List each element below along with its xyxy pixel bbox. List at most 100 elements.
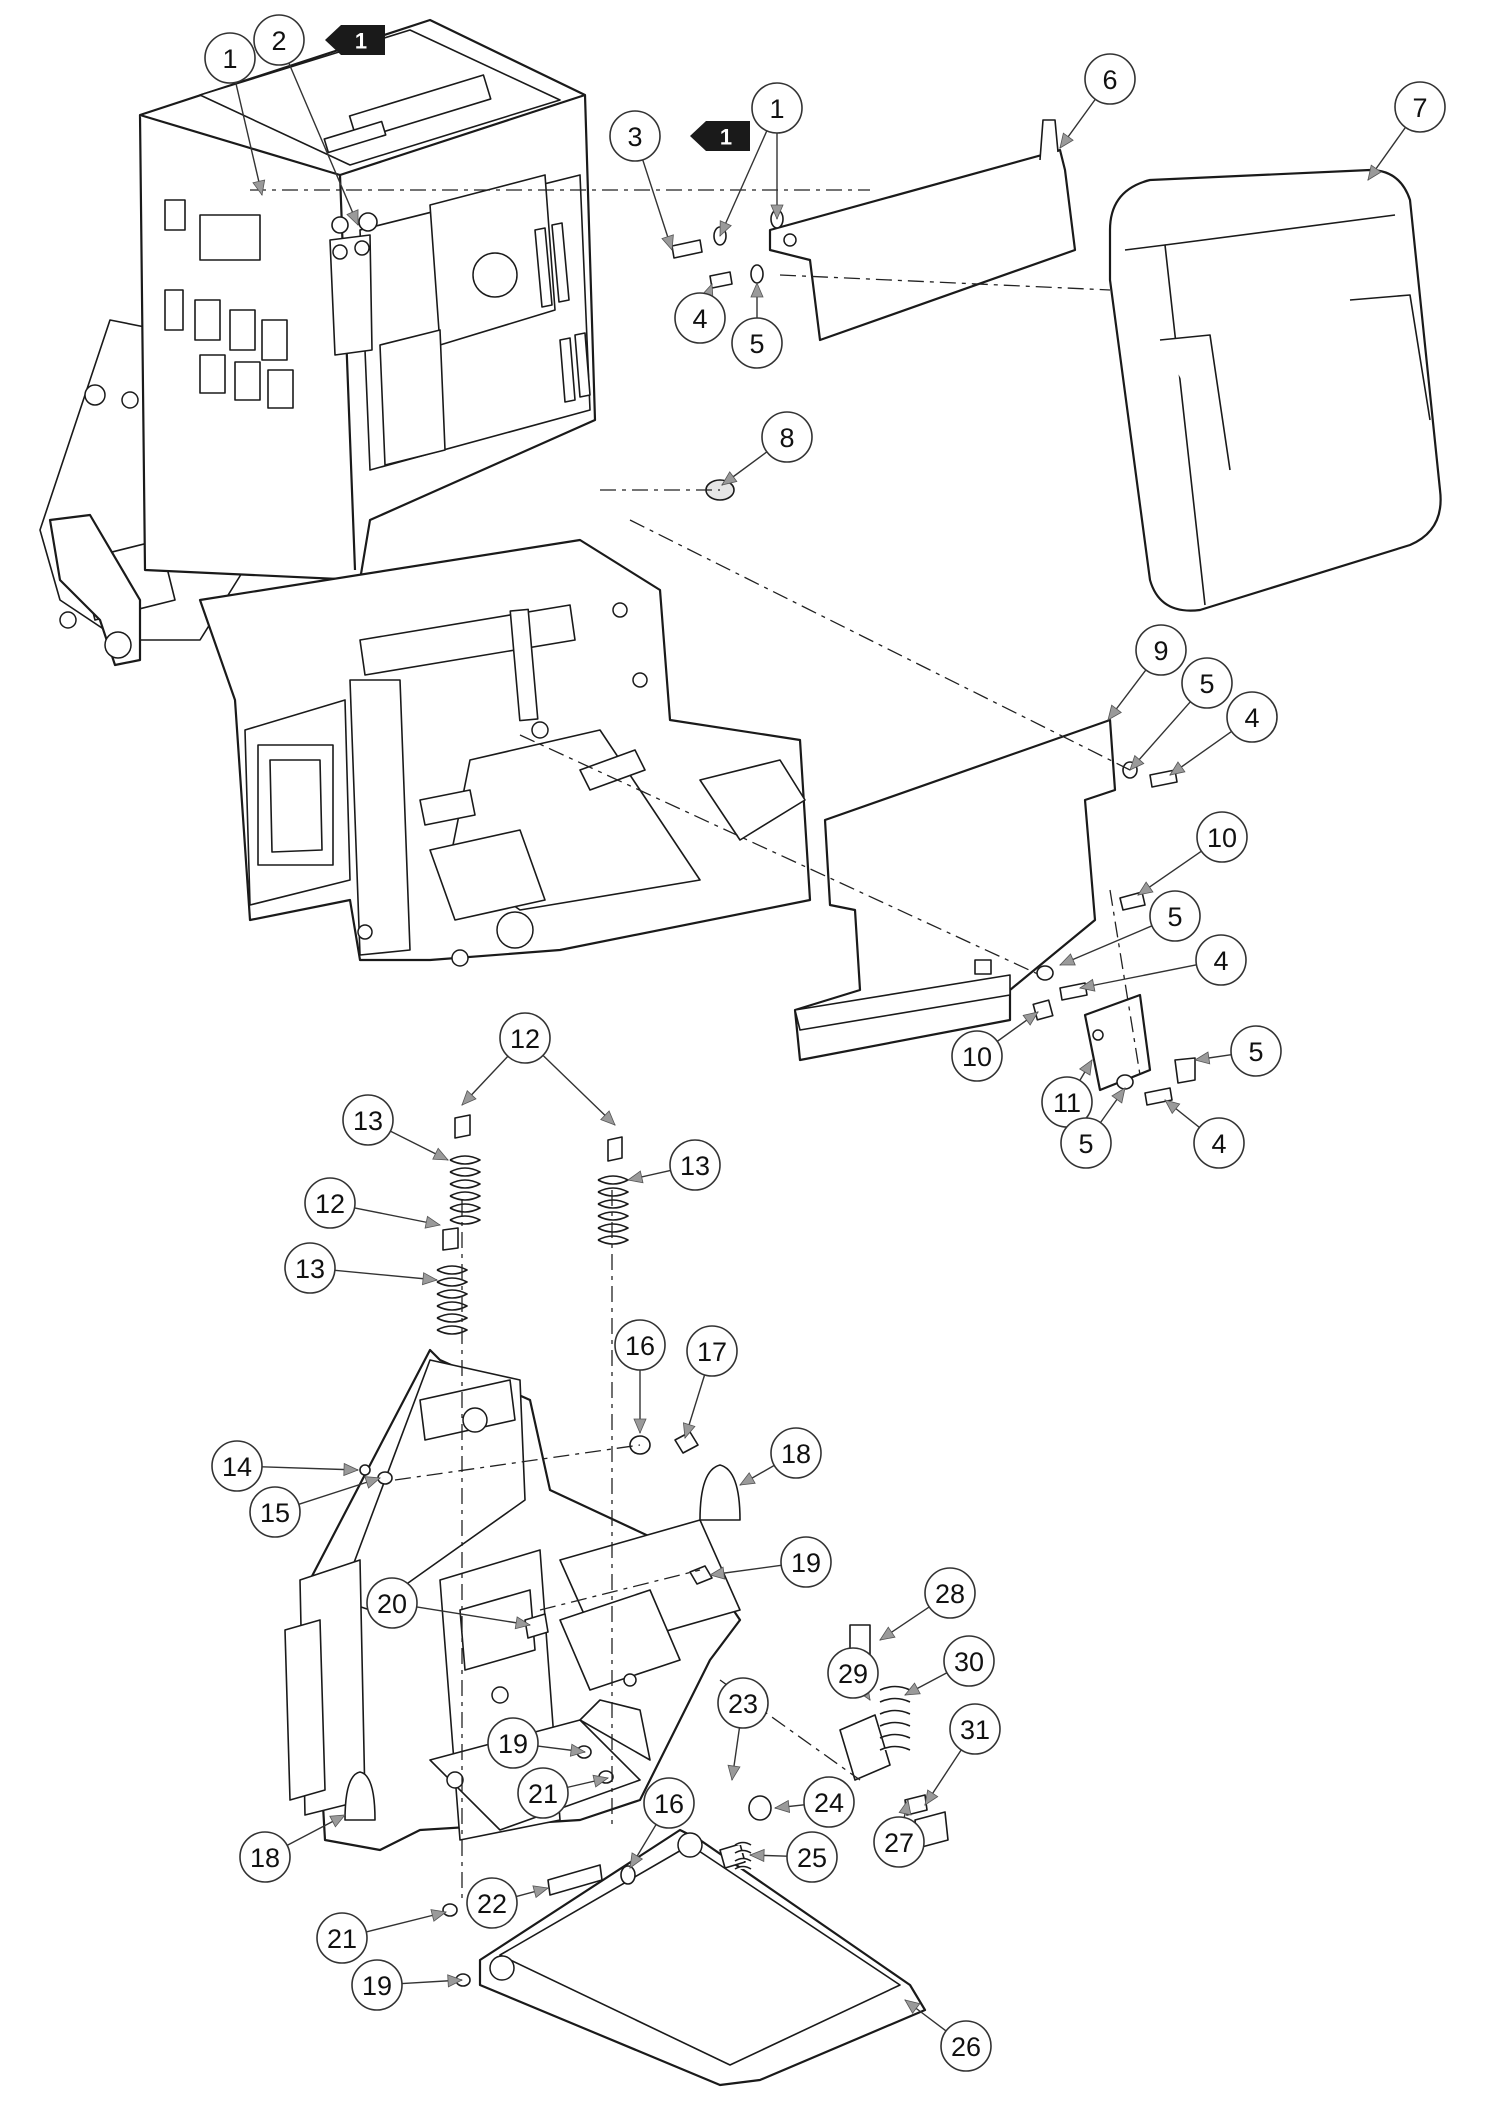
callout-bubble xyxy=(239,1831,291,1883)
leader-arrowhead xyxy=(447,1974,464,1988)
callout-leader-13 xyxy=(334,1269,438,1281)
callout-bubble xyxy=(1084,53,1136,105)
leader-arrowhead xyxy=(424,1215,441,1229)
callout-bubble xyxy=(614,1319,666,1371)
seat-base-frame xyxy=(39,18,812,967)
callout-22: 22 xyxy=(466,1877,518,1929)
callout-29: 29 xyxy=(827,1647,879,1699)
callout-bubble xyxy=(204,32,256,84)
callout-13: 13 xyxy=(342,1094,394,1146)
callout-bubble xyxy=(1394,81,1446,133)
springs xyxy=(436,1114,629,1335)
callout-19: 19 xyxy=(351,1959,403,2011)
callout-label: 29 xyxy=(838,1659,868,1689)
callout-label: 14 xyxy=(222,1452,252,1482)
leader-arrowhead xyxy=(461,1089,477,1106)
callout-16: 16 xyxy=(614,1319,666,1371)
callout-leader-12 xyxy=(354,1207,441,1226)
callout-label: 5 xyxy=(1078,1129,1093,1159)
callout-label: 8 xyxy=(779,423,794,453)
callout-28: 28 xyxy=(924,1567,976,1619)
callout-label: 19 xyxy=(791,1548,821,1578)
callout-label: 5 xyxy=(1199,669,1214,699)
callout-bubble xyxy=(827,1647,879,1699)
callout-26: 26 xyxy=(940,2020,992,2072)
callout-bubble xyxy=(873,1816,925,1868)
callout-6: 6 xyxy=(1084,53,1136,105)
callout-label: 6 xyxy=(1102,65,1117,95)
callout-8: 8 xyxy=(761,411,813,463)
callout-bubble xyxy=(1230,1025,1282,1077)
callout-18: 18 xyxy=(239,1831,291,1883)
leader-arrowhead xyxy=(343,1462,360,1477)
suspension-frame xyxy=(284,1348,742,1852)
callout-bubble xyxy=(643,1777,695,1829)
leader-arrowhead xyxy=(569,1743,587,1757)
callout-label: 20 xyxy=(377,1589,407,1619)
callout-10: 10 xyxy=(1196,811,1248,863)
callout-bubble xyxy=(669,1139,721,1191)
callout-label: 25 xyxy=(797,1843,827,1873)
callout-3: 3 xyxy=(609,110,661,162)
leader-arrowhead xyxy=(364,1476,381,1489)
callout-bubble xyxy=(731,317,783,369)
callout-label: 12 xyxy=(510,1024,540,1054)
callout-2: 2 xyxy=(253,14,305,66)
callout-19: 19 xyxy=(780,1536,832,1588)
leader-arrowhead xyxy=(1022,1011,1039,1026)
leader-arrowhead xyxy=(1107,704,1122,721)
switch-bracket xyxy=(1083,993,1152,1092)
callout-5: 5 xyxy=(1181,657,1233,709)
callout-label: 16 xyxy=(625,1331,655,1361)
leader-arrowhead xyxy=(1169,761,1186,776)
callout-bubble xyxy=(351,1959,403,2011)
callout-label: 26 xyxy=(951,2032,981,2062)
leader-arrowhead xyxy=(1129,754,1145,771)
callout-leader-2 xyxy=(288,62,359,226)
leader-arrowhead xyxy=(904,1999,921,2014)
seat-bracket xyxy=(768,119,1077,342)
leader-arrowhead xyxy=(633,1418,647,1435)
callout-16: 16 xyxy=(643,1777,695,1829)
callout-label: 2 xyxy=(271,26,286,56)
leader-arrowhead xyxy=(739,1472,756,1486)
callout-label: 18 xyxy=(781,1439,811,1469)
callout-label: 19 xyxy=(362,1971,392,2001)
callout-10: 10 xyxy=(951,1030,1003,1082)
callout-leader-14 xyxy=(261,1466,359,1471)
callout-5: 5 xyxy=(1060,1117,1112,1169)
leader-arrowhead xyxy=(600,1110,616,1126)
callout-21: 21 xyxy=(316,1912,368,1964)
leader-arrowhead xyxy=(750,281,764,298)
callout-7: 7 xyxy=(1394,81,1446,133)
callout-label: 4 xyxy=(1211,1129,1226,1159)
callout-bubble xyxy=(284,1242,336,1294)
callout-bubble xyxy=(803,1776,855,1828)
leader-arrowhead xyxy=(879,1626,896,1641)
callout-leader-12 xyxy=(542,1054,616,1126)
leader-arrowhead xyxy=(432,1147,449,1161)
callout-leader-1 xyxy=(235,82,263,196)
leader-arrowhead xyxy=(924,1789,939,1806)
leader-arrowhead xyxy=(592,1774,609,1788)
callout-bubble xyxy=(1149,890,1201,942)
callout-bubble xyxy=(1226,691,1278,743)
callout-label: 1 xyxy=(222,44,237,74)
leader-arrowhead xyxy=(748,1848,765,1863)
leader-arrowhead xyxy=(727,1764,741,1782)
callout-label: 13 xyxy=(680,1151,710,1181)
leader-arrowhead xyxy=(430,1909,447,1922)
callout-leader-5 xyxy=(1059,925,1153,966)
callout-13: 13 xyxy=(669,1139,721,1191)
callout-24: 24 xyxy=(803,1776,855,1828)
callout-bubble xyxy=(211,1440,263,1492)
callout-label: 18 xyxy=(250,1843,280,1873)
callout-bubble xyxy=(1060,1117,1112,1169)
callout-bubble xyxy=(770,1427,822,1479)
callout-30: 30 xyxy=(943,1635,995,1687)
callout-4: 4 xyxy=(1195,934,1247,986)
leader-arrowhead xyxy=(1193,1051,1211,1065)
callout-label: 15 xyxy=(260,1498,290,1528)
leader-arrowhead xyxy=(719,220,732,237)
